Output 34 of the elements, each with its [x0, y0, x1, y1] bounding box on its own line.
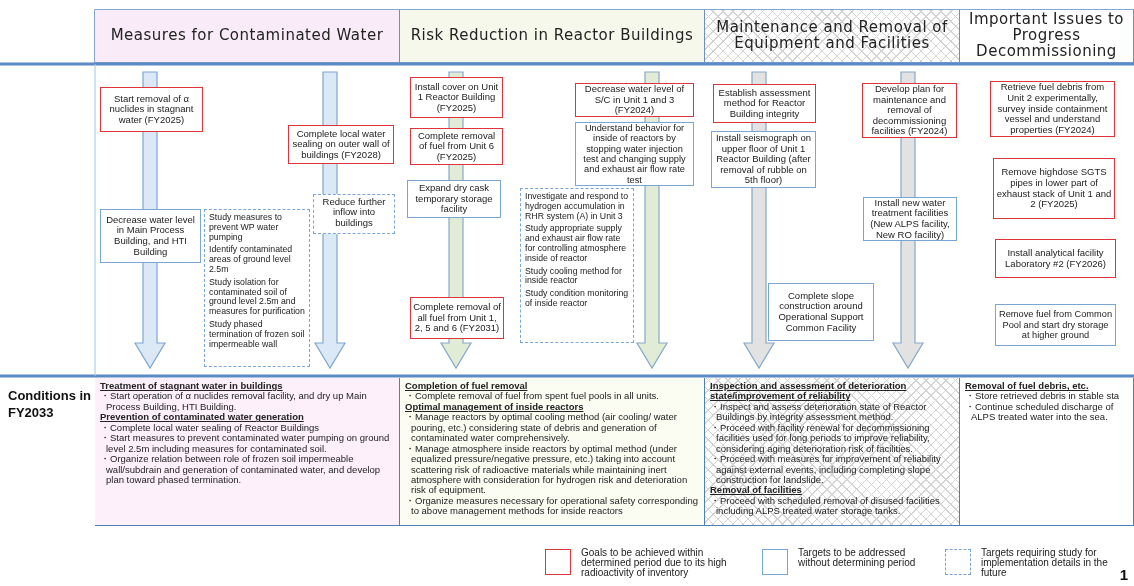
legend-text: Targets requiring study for implementation details in the future [981, 548, 1109, 578]
goal-box: Establish assessment method for Reactor Building integrity [713, 84, 816, 123]
goal-box: Install analytical facility Laboratory #2 (FY2026) [995, 239, 1116, 278]
goal-box: Complete removal of all fuel from Unit 1, 2, 5 and 6 (FY2031) [410, 297, 504, 339]
goal-box: Start removal of α nuclides in stagnant water (FY2025) [100, 87, 203, 132]
legend-text: Targets to be addressed without determining period [798, 548, 917, 568]
legend-text: Goals to be achieved within determined period due to its high radioactivity of inventory [581, 548, 728, 578]
goal-box: Develop plan for maintenance and removal of decommissioning facilities (FY2024) [862, 83, 957, 138]
target-box: Understand behavior for inside of reactors by stopping water injection test and changing supply and exhaust air flow rate test [575, 122, 694, 186]
goal-box: Retrieve fuel debris from Unit 2 experimentally, survey inside containment vessel and understand properties (FY2024) [990, 81, 1115, 137]
condition-cell: Completion of fuel removal ・Complete removal of fuel from spent fuel pools in all units. Optimal management of inside reactors ・Manage reactors by optimal cooling method (air cooling/ water pouring, etc.) considering state of debris and generation of contaminated water comprehensively. ・Manage atmosphere inside reactors by optimal method (under equalized pressure/negative pressure, etc.) taking into account scattering risk of radioactive materials while maintaining inert atmosphere with consideration for hydrogen risk and deterioration risk of equipment. ・Organize measures necessary for operational safety corresponding to above management methods for inside reactors [400, 378, 705, 526]
target-box: Expand dry cask temporary storage facility [407, 180, 501, 218]
column-header: Risk Reduction in Reactor Buildings [400, 10, 705, 62]
target-box: Decrease water level in Main Process Building, and HTI Building [100, 209, 201, 263]
study-box: Study measures to prevent WP water pumping Identify contaminated areas of ground level 2.5m Study isolation for contaminated soil of ground level 2.5m and measures for purification Study phased termination of frozen soil impermeable wall [204, 209, 310, 367]
goal-box: Decrease water level of S/C in Unit 1 and 3 (FY2024) [575, 83, 694, 117]
column-header: Important Issues to Progress Decommissioning [960, 10, 1134, 62]
condition-cell: Inspection and assessment of deterioration state/improvement of reliability ・Inspect and assess deterioration state of Reactor Buildings by integrity assessment method. ・Proceed with facility renewal for decommissioning facilities used for long periods to improve reliability, considering aging deterioration risk of facilities. ・Proceed with measures for improvement of reliability against external events, including completing slope construction for landslide. Removal of facilities ・Proceed with scheduled removal of disused facilities including ALPS treated water storage tanks. [705, 378, 960, 526]
goal-box: Complete removal of fuel from Unit 6 (FY2025) [410, 128, 503, 165]
target-box: Install seismograph on upper floor of Unit 1 Reactor Building (after removal of rubble on 5th floor) [711, 131, 816, 188]
column-header: Maintenance and Removal of Equipment and Facilities [705, 10, 960, 62]
goal-box: Remove highdose SGTS pipes in lower part of exhaust stack of Unit 1 and 2 (FY2025) [993, 158, 1115, 219]
target-box: Complete slope construction around Operational Support Common Facility [768, 283, 874, 341]
study-box: Reduce further inflow into buildings [313, 194, 395, 234]
row-label: Conditions in FY2033 [8, 388, 93, 422]
target-box: Install new water treatment facilities (New ALPS facility, New RO facility) [863, 197, 957, 241]
condition-cell: Treatment of stagnant water in buildings ・Start operation of α nuclides removal facility, and dry up Main Process Building, HTI Building. Prevention of contaminated water generation ・Complete local water sealing of Reactor Buildings ・Start measures to prevent contaminated water pumping on ground level 2.5m including measures for contaminated soil. ・Organize relation between role of frozen soil impermeable wall/subdrain and generation of contaminated water, and develop plan toward phased termination. [95, 378, 400, 526]
condition-cell: Removal of fuel debris, etc. ・Store retrieved debris in stable sta ・Continue scheduled discharge of ALPS treated water into the sea. [960, 378, 1134, 526]
study-box: Investigate and respond to hydrogen accumulation in RHR system (A) in Unit 3 Study appropriate supply and exhaust air flow rate for controlling atmosphere inside of reactor Study cooling method for inside reactor Study condition monitoring of inside reactor [520, 188, 634, 343]
column-header: Measures for Contaminated Water [95, 10, 400, 62]
goal-box: Install cover on Unit 1 Reactor Building (FY2025) [410, 77, 503, 118]
goal-box: Complete local water sealing on outer wall of buildings (FY2028) [288, 125, 394, 164]
target-box: Remove fuel from Common Pool and start dry storage at higher ground [995, 304, 1116, 346]
page-number: 1 [1119, 566, 1128, 583]
